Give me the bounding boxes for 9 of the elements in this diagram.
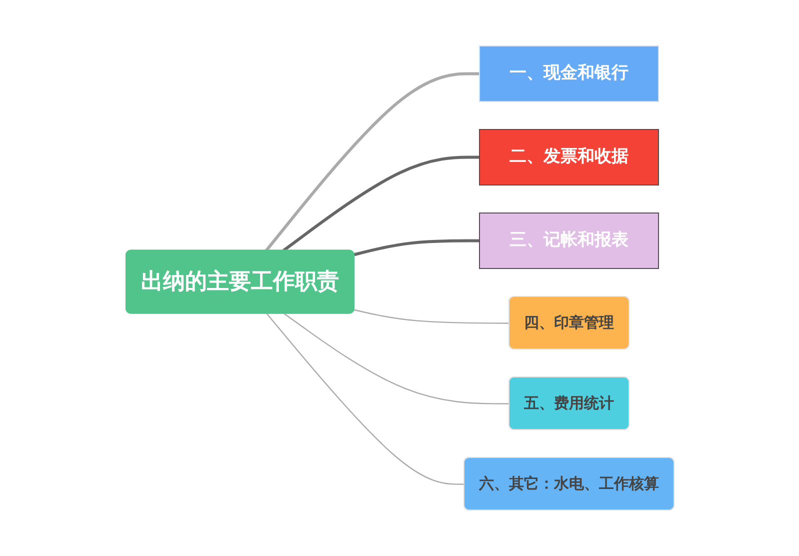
connector	[354, 239, 479, 256]
node-box: 二、发票和收据	[478, 129, 658, 186]
connector	[282, 156, 479, 252]
connector	[354, 309, 509, 324]
node-box: 一、现金和银行	[478, 46, 658, 102]
connector	[283, 313, 509, 404]
connector	[264, 72, 479, 252]
connector	[266, 313, 464, 485]
node-box: 三、记帐和报表	[478, 212, 658, 269]
